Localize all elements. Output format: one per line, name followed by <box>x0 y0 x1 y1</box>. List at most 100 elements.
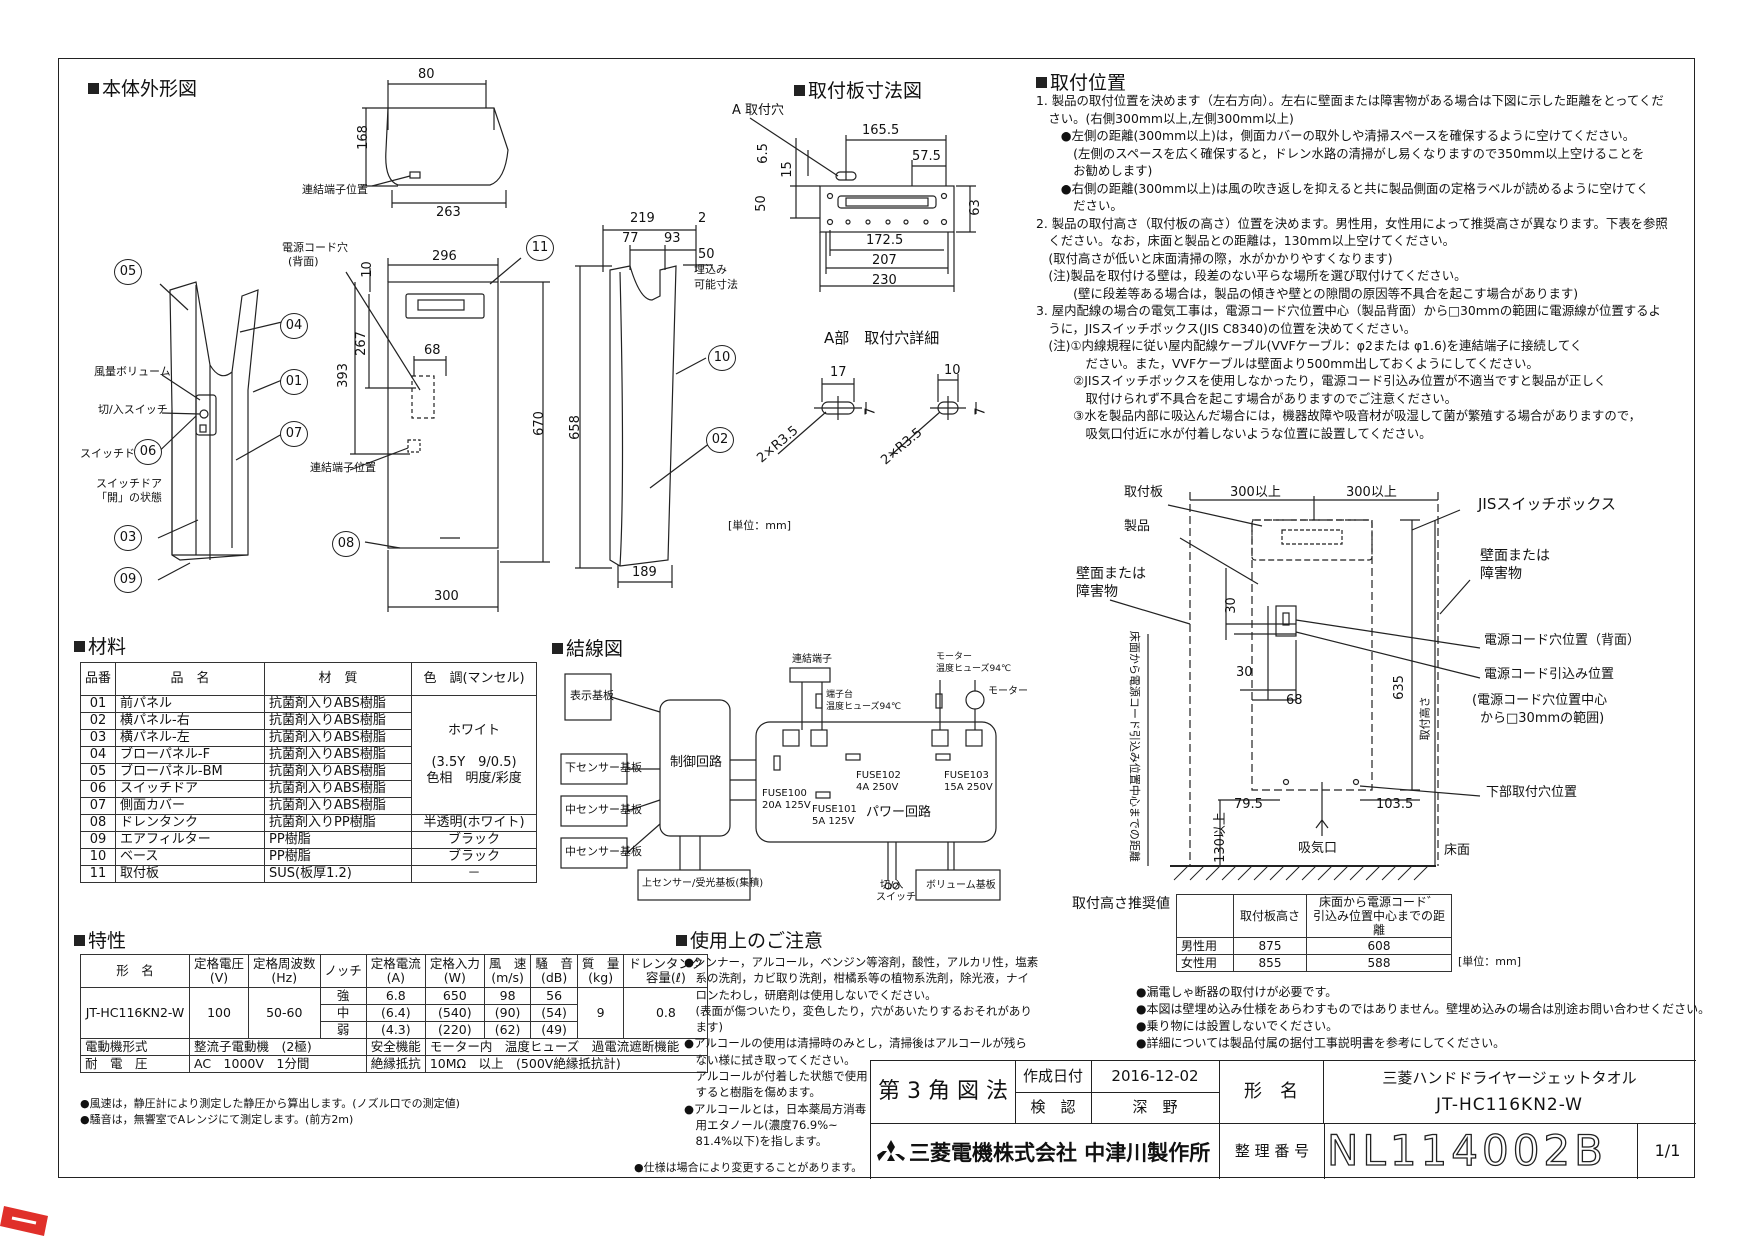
section-title-materials: 材料 <box>74 632 126 659</box>
plate-dim: 207 <box>872 253 897 268</box>
section-title-specs: 特性 <box>74 926 126 953</box>
wiring-tanshidai: 端子台 <box>826 690 854 700</box>
mat-cell: 03 <box>79 729 117 747</box>
mat-color: － <box>411 865 538 883</box>
position-line: ください。なお，床面と製品との距離は，130mm以上空けてください。 <box>1036 233 1456 248</box>
pos-wall-right: 壁面または <box>1480 548 1550 564</box>
mat-color-text: (3.5Y 9/0.5) <box>431 755 517 770</box>
caution-line: ます) <box>684 1020 723 1035</box>
wiring-seigyo: 制御回路 <box>670 755 723 770</box>
callout-number: 08 <box>332 531 360 557</box>
caution-line: すると樹脂を傷めます。 <box>684 1085 821 1100</box>
mat-color-text: ホワイト <box>448 723 501 738</box>
spec-cell: 98 <box>483 987 532 1005</box>
switch-door-open-label-2: 「開」の状態 <box>96 491 162 504</box>
callout-number: 06 <box>134 439 162 465</box>
mat-color: ブラック <box>411 831 538 849</box>
fuuryou-label: 風量ボリューム <box>94 365 171 378</box>
a-hole-label: A 取付穴 <box>732 103 785 118</box>
title-divider <box>1323 1123 1696 1124</box>
plate-dim: 165.5 <box>862 123 900 138</box>
unit-label: [単位：mm] <box>728 519 792 532</box>
dim-label: 10 <box>359 261 375 278</box>
section-title-position: 取付位置 <box>1036 68 1126 95</box>
pos-product-label: 製品 <box>1124 519 1151 534</box>
caution-line: アルコールが付着した状態で使用 <box>684 1069 868 1084</box>
position-line: さい。(右側300mm以上,左側300mm以上) <box>1036 110 1294 126</box>
plate-dim: 57.5 <box>912 149 941 164</box>
side-view-drawing <box>575 225 715 588</box>
dim-label: 77 <box>622 231 639 246</box>
product-name: 三菱ハンドドライヤージェットタオル <box>1382 1069 1637 1087</box>
plate-drawing <box>749 117 976 292</box>
name-label: 形 名 <box>1219 1061 1324 1124</box>
mat-header: 材 質 <box>264 662 413 696</box>
pos-d30b: 30 <box>1236 665 1253 680</box>
dim-label: 93 <box>664 231 681 246</box>
pos-d1035: 103.5 <box>1376 797 1414 812</box>
spec-cell: 10MΩ 以上 (500V絶縁抵抗計) <box>424 1055 709 1073</box>
position-instructions: 1. 製品の取付位置を決めます（左右方向）。左右に壁面または障害物がある場合は下… <box>1036 92 1668 442</box>
caution-line: ない様に拭き取ってください。 <box>684 1052 856 1067</box>
position-line: (左側のスペースを広く確保すると，ドレン水路の清掃がし易くなりますので350mm… <box>1036 145 1645 161</box>
position-line: (注)①内線規程に従い屋内配線ケーブル(VVFケーブル：φ2または φ1.6)を… <box>1036 338 1583 353</box>
callout-number: 10 <box>708 345 736 371</box>
renketsu-top-label: 連結端子位置 <box>302 183 368 196</box>
mat-cell: 09 <box>79 831 117 849</box>
pos-wall-left-2: 障害物 <box>1076 584 1118 600</box>
hole-dim: 10 <box>944 363 961 378</box>
caution-line: (表面が傷ついたり，変色したり，穴があいたりするおそれがあり <box>684 1003 1032 1018</box>
position-line: お勧めします) <box>1036 163 1153 178</box>
dim-label: 267 <box>353 331 369 356</box>
wiring-volume: ボリューム基板 <box>926 880 996 891</box>
mat-color-text: 色相 明度/彩度 <box>426 771 522 786</box>
wiring-naka-2: 中センサー基板 <box>565 845 642 858</box>
position-line: ③水を製品内部に吸込んだ場合には，機器故障や吸音材が吸湿して菌が繁殖する場合があ… <box>1036 408 1641 423</box>
position-line: (取付高さが低いと床面清掃の際，水がかかりやすくなります) <box>1036 250 1393 266</box>
pos-d68: 68 <box>1286 693 1303 708</box>
pos-floor: 床面 <box>1444 843 1471 858</box>
pos-cord-range-2: から□30mmの範囲) <box>1480 711 1605 726</box>
mat-cell: 11 <box>79 865 117 883</box>
renketsu-mid-label: 連結端子位置 <box>310 461 376 474</box>
section-title-wiring: 結線図 <box>552 634 623 661</box>
callout-number: 04 <box>280 313 308 339</box>
mat-cell: 08 <box>79 814 117 832</box>
mat-cell: 前パネル <box>115 695 266 713</box>
rec-cell: 608 <box>1306 937 1452 955</box>
checker: 深 野 <box>1091 1092 1220 1124</box>
mat-cell: 05 <box>79 763 117 781</box>
position-line: 3. 屋内配線の場合の電気工事は，電源コード穴位置中心（製品背面）から□30mm… <box>1036 303 1661 318</box>
position-line: (注)製品を取付ける壁は，段差のない平らな場所を選び取付けてください。 <box>1036 268 1467 283</box>
pos-d130: 130以上 <box>1212 812 1228 863</box>
caution-line: ロンたわし，研磨剤は使用しないでください。 <box>684 987 937 1002</box>
position-line: 2. 製品の取付高さ（取付板の高さ）位置を決めます。男性用，女性用によって推奨高… <box>1036 215 1668 231</box>
rec-cell: 855 <box>1233 954 1307 972</box>
pos-cord-range: (電源コード穴位置中心 <box>1472 693 1608 708</box>
caution-line: 系の洗剤，カビ取り洗剤，柑橘系等の植物系洗剤，除光液，ナイ <box>684 971 1029 986</box>
plate-dim: 15 <box>779 161 795 178</box>
rec-title: 取付高さ推奨値 <box>1072 896 1170 912</box>
position-line: ●右側の距離(300mm以上)は風の吹き返しを抑えると共に製品側面の定格ラベルが… <box>1036 180 1649 196</box>
rec-header: 引込み位置中心までの距離 <box>1312 909 1445 937</box>
rec-unit: [単位：mm] <box>1458 955 1522 968</box>
spec-cell: 中 <box>319 1004 367 1022</box>
date-label: 作成日付 <box>1015 1061 1092 1093</box>
spec-header: 騒 音(dB) <box>530 954 578 988</box>
dim-label: 263 <box>436 205 461 220</box>
wiring-fuse102: FUSE102 <box>856 770 901 781</box>
cord-hole-label: 電源コード穴 <box>282 241 348 254</box>
cord-hole-label-2: (背面) <box>288 255 319 268</box>
callout-number: 11 <box>526 235 554 261</box>
mat-cell: 07 <box>79 797 117 815</box>
title-block: 第 3 角 図 法 作成日付 2016-12-02 検 認 深 野 形 名 三菱… <box>870 1060 1696 1179</box>
spec-cell: モーター内 温度ヒューズ 過電流遮断機能 <box>424 1038 709 1056</box>
mat-cell: 横パネル-左 <box>115 729 266 747</box>
wiring-fuse103-rating: 15A 250V <box>944 782 993 793</box>
